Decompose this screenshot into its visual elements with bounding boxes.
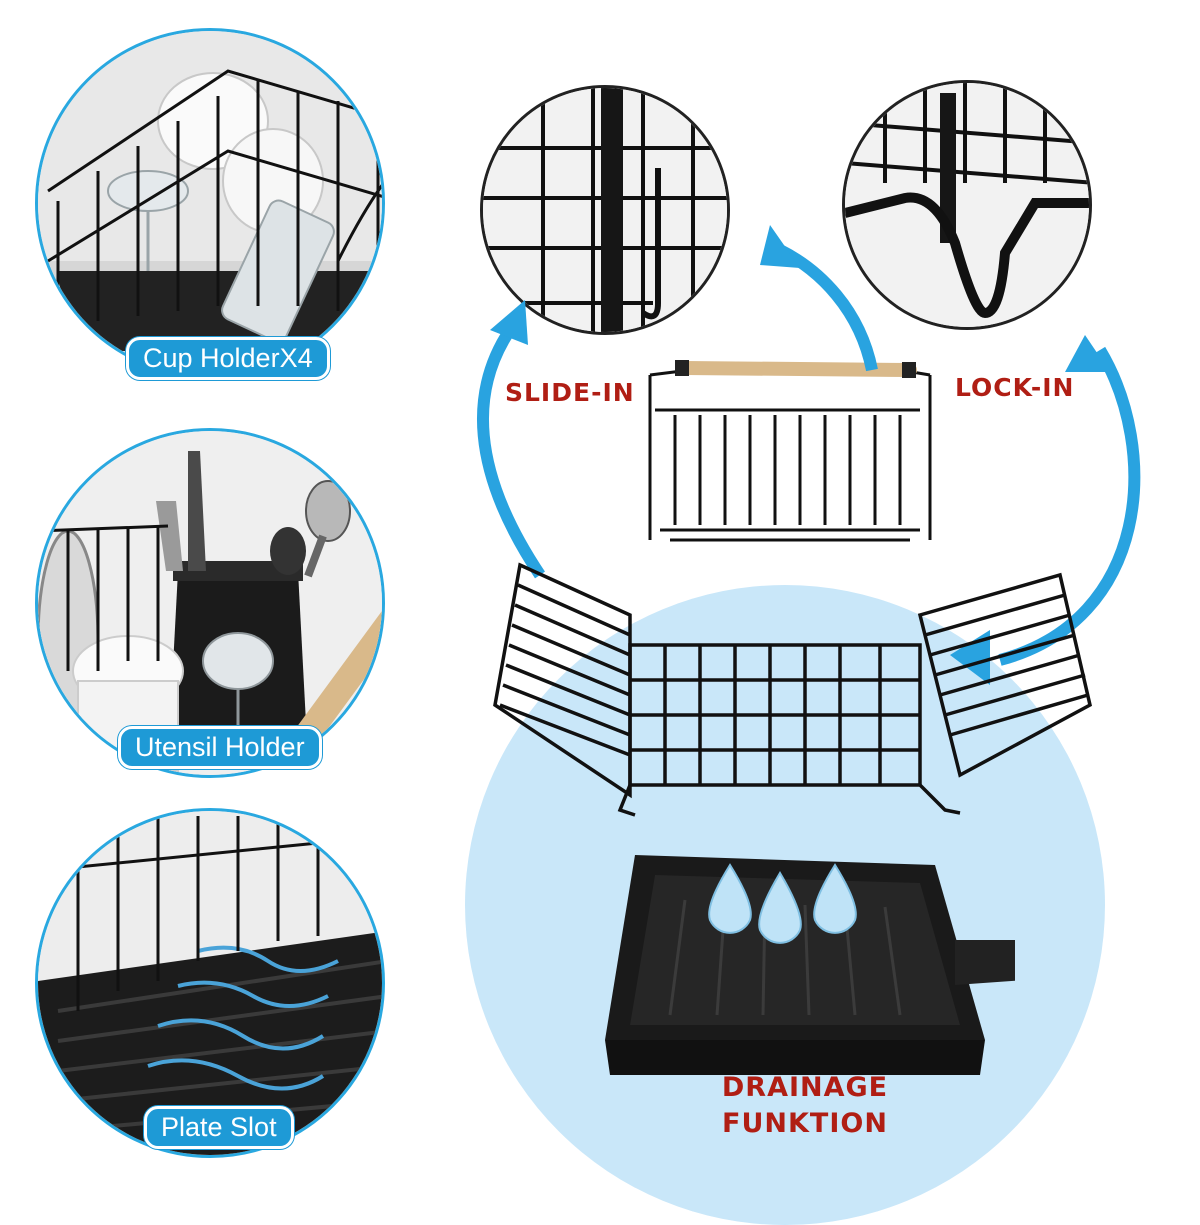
cup-holder-circle — [35, 28, 385, 378]
plate-slot-circle — [35, 808, 385, 1158]
lock-in-detail-icon — [845, 83, 1089, 327]
folding-rack-illustration — [493, 562, 1093, 817]
arrows-overlay — [477, 225, 1141, 685]
utensil-holder-circle — [35, 428, 385, 778]
drainage-label-line1: DRAINAGE — [721, 1072, 889, 1103]
cup-holder-photo-icon — [38, 31, 382, 375]
utensil-holder-label: Utensil Holder — [118, 726, 322, 769]
slide-in-detail-icon — [483, 88, 727, 332]
lock-in-detail-circle — [842, 80, 1092, 330]
drainage-label-line2: FUNKTION — [722, 1108, 888, 1139]
plate-slot-photo-icon — [38, 811, 382, 1155]
slide-in-detail-circle — [480, 85, 730, 335]
cup-holder-label: Cup HolderX4 — [126, 337, 330, 380]
drain-tray-illustration — [605, 855, 1015, 1075]
utensil-holder-photo-icon — [38, 431, 382, 775]
slide-in-label: SLIDE-IN — [505, 378, 635, 407]
lock-in-label: LOCK-IN — [955, 373, 1075, 402]
plate-slot-label: Plate Slot — [144, 1106, 294, 1149]
handle-bar-illustration — [648, 360, 932, 542]
drainage-label: DRAINAGE FUNKTION — [700, 1070, 910, 1142]
